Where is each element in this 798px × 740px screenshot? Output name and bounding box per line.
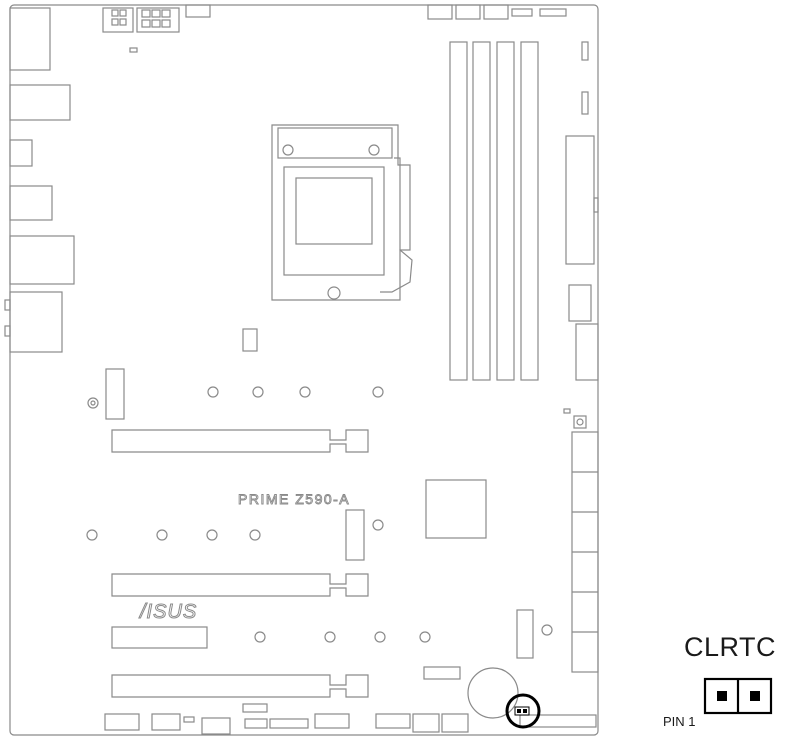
- io-block-2: [9, 84, 71, 121]
- standoff-group: [86, 386, 553, 643]
- dimm-slot-b2: [520, 41, 539, 381]
- m2-slot-1: [105, 368, 125, 420]
- io-block-4: [9, 185, 53, 221]
- pcie-slot-3: [111, 674, 369, 698]
- io-block-1: [9, 7, 51, 71]
- io-tab-1: [4, 299, 11, 311]
- cpu-socket: [283, 166, 385, 276]
- pcie-slot-2: [111, 573, 369, 597]
- clrtc-highlight-circle: [505, 693, 541, 729]
- m2-slot-2: [345, 509, 365, 561]
- cmos-battery: [467, 667, 519, 719]
- clrtc-header-mini: [514, 706, 530, 716]
- io-block-6: [9, 291, 63, 353]
- pcie-slot-1: [111, 429, 369, 453]
- brand-logo: /ISUS: [138, 601, 197, 623]
- sata-port-top: [568, 284, 592, 322]
- small-header: [242, 328, 258, 352]
- top-header-1: [185, 4, 211, 18]
- cpu-power-connector-1: [102, 7, 134, 33]
- fan-header-1: [427, 4, 453, 20]
- io-tab-2: [4, 325, 11, 337]
- cpu-socket-frame: [271, 124, 411, 301]
- m2-slot-3: [516, 609, 534, 659]
- pcie-x1-slot: [111, 626, 208, 649]
- board-outline: [9, 4, 599, 736]
- clrtc-pin-diagram: [703, 677, 773, 715]
- dimm-slot-a1: [449, 41, 468, 381]
- dimm-slot-a2: [472, 41, 491, 381]
- io-block-5: [9, 235, 75, 285]
- clrtc-label: CLRTC: [684, 632, 777, 662]
- fan-header-3: [483, 4, 509, 20]
- atx-power-connector: [565, 135, 595, 265]
- bottom-header-1: [104, 713, 140, 731]
- pin-1-label: PIN 1: [663, 714, 696, 729]
- clrtc-pin-1: [717, 691, 727, 701]
- board-model-text: PRIME Z590-A: [238, 491, 350, 507]
- usb-header-right: [575, 323, 599, 381]
- io-block-3: [9, 139, 33, 167]
- chipset: [425, 479, 487, 539]
- cpu-power-connector-2: [136, 7, 180, 33]
- clrtc-pin-2: [750, 691, 760, 701]
- dimm-slot-b1: [496, 41, 515, 381]
- fan-header-2: [455, 4, 481, 20]
